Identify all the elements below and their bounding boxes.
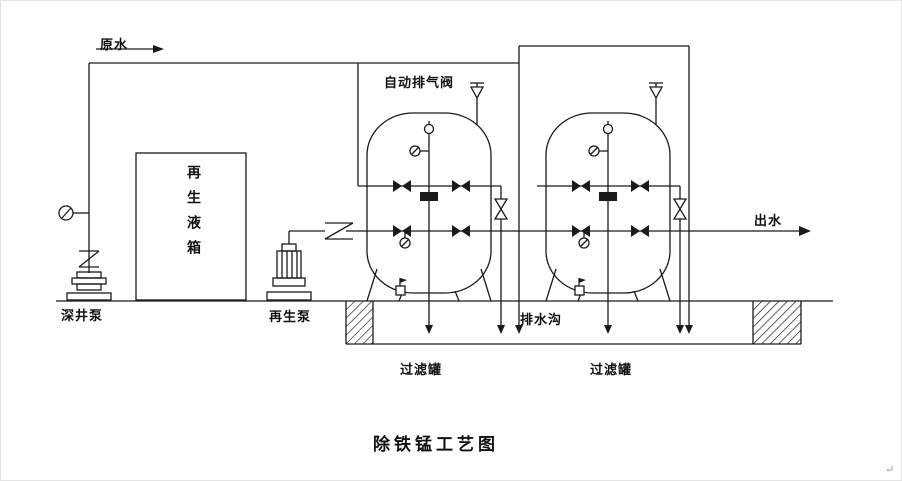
pipe-fitting-icon bbox=[423, 123, 435, 135]
vessel-leg bbox=[480, 268, 492, 302]
air-release-valve-icon bbox=[469, 82, 485, 125]
drain-arrow-icon bbox=[497, 325, 505, 334]
regen-tank-outline bbox=[135, 152, 247, 301]
deep-well-pump-label: 深井泵 bbox=[61, 308, 104, 323]
return-mark: ↵ bbox=[885, 464, 895, 476]
outlet-arrow-icon bbox=[799, 226, 811, 236]
filter-vessel-left bbox=[358, 82, 509, 334]
pipe-network bbox=[88, 45, 811, 334]
vessel-leg bbox=[366, 268, 378, 302]
regen-pump-symbol bbox=[266, 243, 312, 301]
drain-arrow-icon bbox=[425, 325, 433, 334]
filter-tank-right-label: 过滤罐 bbox=[590, 362, 633, 377]
pressure-gauge-icon bbox=[58, 205, 89, 221]
diagram-title: 除铁锰工艺图 bbox=[373, 435, 499, 454]
drain-fitting-icon bbox=[395, 278, 407, 296]
ejector-fitting-icon bbox=[420, 192, 438, 201]
auto-air-valve-label: 自动排气阀 bbox=[384, 75, 455, 90]
filter-tank-left-label: 过滤罐 bbox=[400, 362, 443, 377]
flex-coupling-icon bbox=[78, 250, 100, 268]
raw-water-flow-arrow bbox=[96, 45, 164, 53]
valve-icon bbox=[393, 180, 411, 192]
trench-wall-hatch-right bbox=[753, 301, 801, 344]
drain-ditch-label: 排水沟 bbox=[520, 312, 563, 327]
deep-well-pump-symbol bbox=[66, 271, 112, 301]
regen-pump-label: 再生泵 bbox=[269, 309, 312, 324]
pressure-gauge-icon bbox=[409, 145, 429, 157]
check-valve-icon bbox=[493, 198, 509, 220]
vessel-leg bbox=[454, 290, 460, 302]
drain-arrow-icon bbox=[515, 325, 523, 334]
trench-wall-hatch-left bbox=[346, 301, 373, 344]
raw-water-label: 原水 bbox=[100, 37, 129, 52]
flex-coupling-icon bbox=[324, 222, 354, 240]
outlet-label: 出水 bbox=[754, 213, 783, 228]
drain-arrow-icon bbox=[685, 325, 693, 334]
filter-vessel-right bbox=[536, 82, 687, 335]
regen-tank-label: 再生液箱 bbox=[185, 165, 200, 265]
valve-icon bbox=[452, 180, 470, 192]
drain-trench bbox=[345, 301, 802, 345]
